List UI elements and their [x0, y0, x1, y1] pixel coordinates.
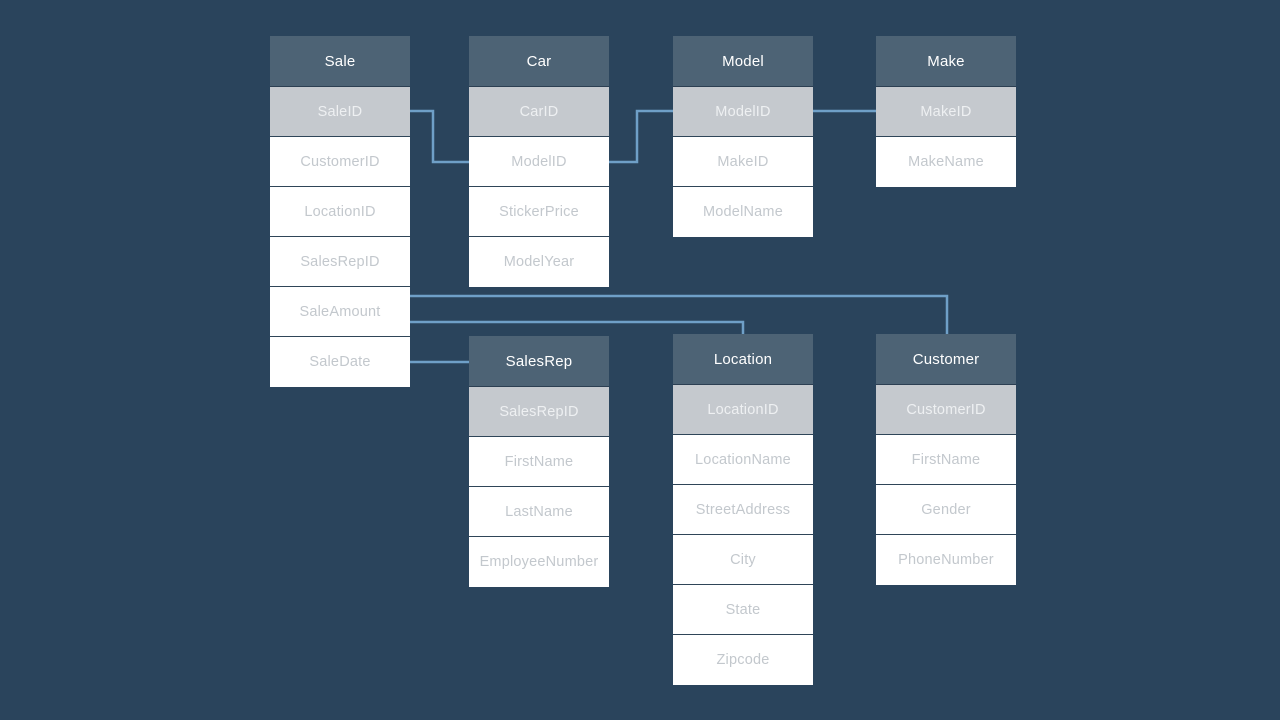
primary-key-field-sale-sale-id[interactable]: SaleID — [270, 87, 410, 137]
primary-key-field-location-location-id[interactable]: LocationID — [673, 385, 813, 435]
entity-title-sales-rep: SalesRep — [469, 336, 609, 387]
relationship-line-4 — [410, 320, 745, 334]
field-sale-sales-rep-id[interactable]: SalesRepID — [270, 237, 410, 287]
entity-title-make: Make — [876, 36, 1016, 87]
field-sales-rep-last-name[interactable]: LastName — [469, 487, 609, 537]
relationship-line-0 — [410, 109, 469, 164]
field-location-city[interactable]: City — [673, 535, 813, 585]
field-location-location-name[interactable]: LocationName — [673, 435, 813, 485]
primary-key-field-car-car-id[interactable]: CarID — [469, 87, 609, 137]
field-location-street-address[interactable]: StreetAddress — [673, 485, 813, 535]
primary-key-field-make-make-id[interactable]: MakeID — [876, 87, 1016, 137]
field-model-model-name[interactable]: ModelName — [673, 187, 813, 237]
field-customer-phone-number[interactable]: PhoneNumber — [876, 535, 1016, 585]
entity-title-customer: Customer — [876, 334, 1016, 385]
field-car-model-year[interactable]: ModelYear — [469, 237, 609, 287]
relationship-line-1 — [609, 109, 673, 164]
field-customer-first-name[interactable]: FirstName — [876, 435, 1016, 485]
field-customer-gender[interactable]: Gender — [876, 485, 1016, 535]
field-make-make-name[interactable]: MakeName — [876, 137, 1016, 187]
primary-key-field-model-model-id[interactable]: ModelID — [673, 87, 813, 137]
field-location-state[interactable]: State — [673, 585, 813, 635]
field-car-sticker-price[interactable]: StickerPrice — [469, 187, 609, 237]
entity-title-car: Car — [469, 36, 609, 87]
entity-title-sale: Sale — [270, 36, 410, 87]
primary-key-field-customer-customer-id[interactable]: CustomerID — [876, 385, 1016, 435]
field-sale-sale-date[interactable]: SaleDate — [270, 337, 410, 387]
field-sales-rep-first-name[interactable]: FirstName — [469, 437, 609, 487]
field-car-model-id[interactable]: ModelID — [469, 137, 609, 187]
field-sales-rep-employee-number[interactable]: EmployeeNumber — [469, 537, 609, 587]
primary-key-field-sales-rep-sales-rep-id[interactable]: SalesRepID — [469, 387, 609, 437]
entity-title-location: Location — [673, 334, 813, 385]
field-sale-location-id[interactable]: LocationID — [270, 187, 410, 237]
field-sale-sale-amount[interactable]: SaleAmount — [270, 287, 410, 337]
field-model-make-id[interactable]: MakeID — [673, 137, 813, 187]
entity-title-model: Model — [673, 36, 813, 87]
field-sale-customer-id[interactable]: CustomerID — [270, 137, 410, 187]
field-location-zipcode[interactable]: Zipcode — [673, 635, 813, 685]
relationship-line-3 — [410, 294, 949, 334]
